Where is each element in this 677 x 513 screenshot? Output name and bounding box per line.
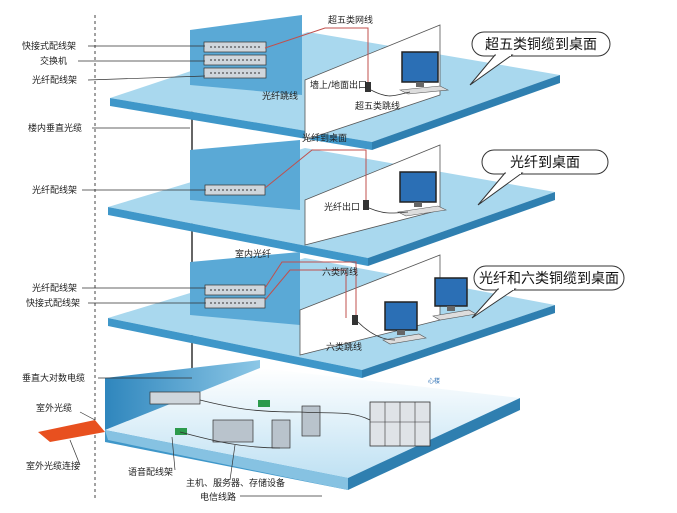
equipment-room xyxy=(105,360,520,490)
callout-floor-2-text: 光纤到桌面 xyxy=(510,155,580,171)
green-module-2 xyxy=(175,428,187,435)
floor-3-front xyxy=(108,318,362,378)
callout-floor-1: 超五类铜缆到桌面 xyxy=(469,31,611,86)
label-quick-patch-panel-3: 快接式配线架 xyxy=(26,297,80,309)
room-switch xyxy=(149,391,201,405)
floor-2-wall xyxy=(190,140,300,210)
room-side-edge xyxy=(348,398,520,490)
label-cat6-cable: 六类网线 xyxy=(322,266,358,278)
floor-1 xyxy=(110,15,560,150)
label-fiber-patch-panel-1: 光纤配线架 xyxy=(32,74,77,86)
label-indoor-fiber: 室内光纤 xyxy=(235,248,271,260)
floor-2-side xyxy=(368,192,555,266)
label-fiber-outlet: 光纤出口 xyxy=(324,201,360,213)
floor-3-computer-icon-1 xyxy=(382,301,427,345)
label-host-server-storage: 主机、服务器、存储设备 xyxy=(186,477,285,489)
label-cat5e-cable: 超五类网线 xyxy=(328,14,373,26)
floor-3-side xyxy=(362,305,555,378)
label-voice-patch-panel: 语音配线架 xyxy=(128,466,173,478)
floor-2-fiber-cable xyxy=(264,149,367,202)
storage-cabinets xyxy=(369,401,431,447)
outdoor-cable-connection xyxy=(38,420,105,442)
label-vertical-multipair-cable: 垂直大对数电缆 xyxy=(22,372,85,384)
floor-3-indoor-fiber xyxy=(264,269,347,318)
floor-2-front xyxy=(108,207,368,266)
label-outdoor-fiber-connect: 室外光缆连接 xyxy=(26,460,80,472)
floor-3-cat6-cable xyxy=(264,261,357,315)
floor-2-computer-icon xyxy=(397,171,447,217)
floor-1-side xyxy=(372,75,560,150)
label-outdoor-fiber: 室外光缆 xyxy=(36,402,72,414)
label-small-tag: 心楼 xyxy=(428,377,440,385)
server-2 xyxy=(301,405,321,437)
floor-1-computer-icon xyxy=(398,51,450,95)
callout-floor-3-text: 光纤和六类铜缆到桌面 xyxy=(479,271,619,287)
floor-1-outlet xyxy=(365,82,371,92)
label-vertical-fiber: 楼内垂直光缆 xyxy=(28,122,82,134)
floor-2-outlet xyxy=(363,200,369,210)
callout-floor-1-text: 超五类铜缆到桌面 xyxy=(485,37,597,53)
label-switch: 交换机 xyxy=(40,55,67,67)
floor-3-computer-icon-2 xyxy=(432,277,477,321)
floor-2-rack xyxy=(204,184,266,196)
label-fiber-jumper: 光纤跳线 xyxy=(262,90,298,102)
label-telecom-line: 电信线路 xyxy=(200,491,236,503)
label-wall-floor-outlet: 墙上/地面出口 xyxy=(310,79,367,91)
label-fiber-patch-panel-3: 光纤配线架 xyxy=(32,282,77,294)
floor-3 xyxy=(108,252,555,378)
callout-floor-2: 光纤到桌面 xyxy=(477,149,609,206)
voice-patch-panel xyxy=(212,419,254,443)
floor-2 xyxy=(108,140,555,266)
label-quick-patch-panel: 快接式配线架 xyxy=(22,40,76,52)
leader-lines xyxy=(69,45,322,497)
label-cat5e-patch: 超五类跳线 xyxy=(355,100,400,112)
server-1 xyxy=(271,419,291,449)
green-module-1 xyxy=(258,400,270,407)
floor-3-outlet xyxy=(352,315,358,325)
label-fiber-patch-panel-2: 光纤配线架 xyxy=(32,184,77,196)
label-cat6-patch: 六类跳线 xyxy=(326,341,362,353)
callout-floor-3: 光纤和六类铜缆到桌面 xyxy=(471,265,625,319)
floor-1-rack xyxy=(203,41,267,79)
label-fiber-to-desk: 光纤到桌面 xyxy=(302,132,347,144)
floor-1-cat5e-cable xyxy=(264,27,369,82)
